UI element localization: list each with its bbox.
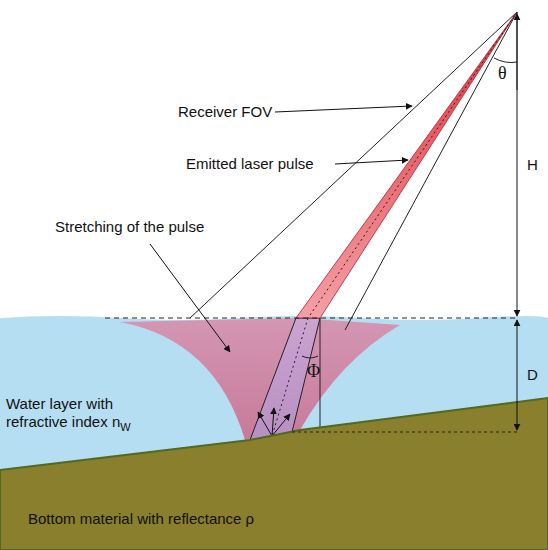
label: θ (498, 64, 507, 82)
leader-arrow (335, 160, 408, 164)
subscript: W (120, 421, 130, 433)
reflection-arrows (258, 408, 290, 436)
beam-axis-air (308, 12, 517, 318)
label: Receiver FOV (178, 103, 272, 121)
label: Φ (307, 362, 320, 380)
leader-arrow (150, 244, 230, 352)
leader-arrow (275, 106, 412, 112)
water-text: Water layer with refractive index n (6, 395, 120, 430)
label: Emitted laser pulse (186, 155, 314, 173)
refracted-beam (250, 318, 320, 440)
label: Stretching of the pulse (55, 218, 204, 236)
laser-beam (296, 12, 517, 318)
depth-dimension (517, 320, 518, 430)
beam-axis (272, 318, 308, 436)
surface-level (105, 318, 517, 319)
phi-arc (302, 356, 318, 358)
theta-arc (494, 58, 517, 63)
label: H (527, 156, 538, 174)
bottom-level (292, 432, 517, 433)
label: D (527, 366, 538, 384)
height-dimension (517, 14, 518, 316)
label: Bottom material with reflectance ρ (28, 510, 254, 528)
water-layer (0, 316, 548, 550)
water-label: Water layer with refractive index nW (6, 395, 156, 436)
